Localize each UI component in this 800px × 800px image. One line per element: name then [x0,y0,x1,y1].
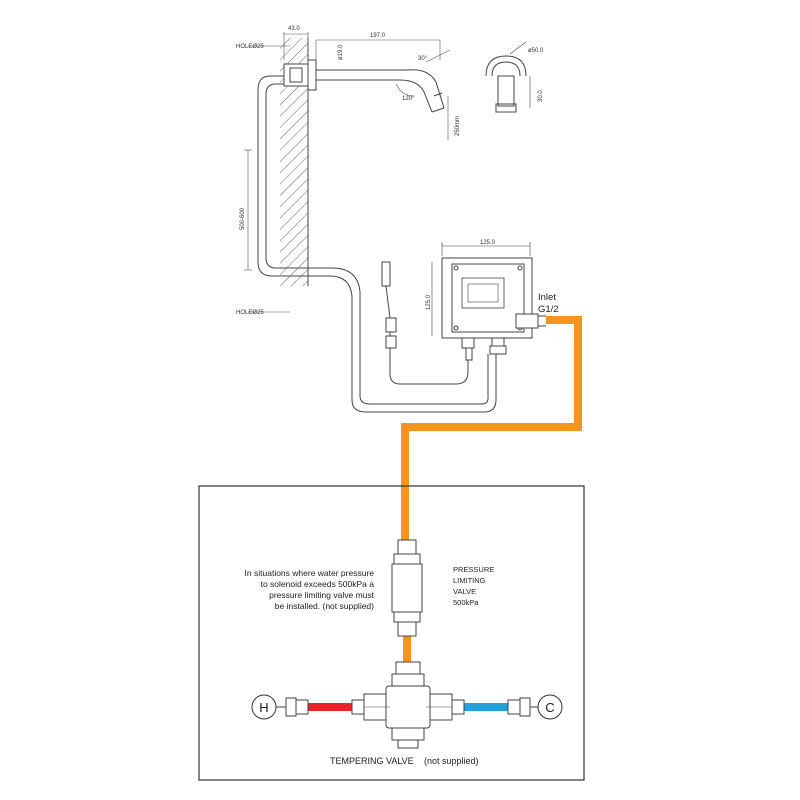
pressure-note: In situations where water pressure to so… [245,568,375,611]
dim-height-range: 500-600 [240,207,246,230]
dim-flange-depth: 30.0 [538,90,544,102]
hot-inlet-marker: H [251,694,277,720]
inlet-label: Inlet [538,292,556,303]
dim-box-width: 125.0 [480,240,496,246]
note-line-3: pressure limiting valve must [269,590,375,600]
solenoid-box [381,242,546,385]
dim-spout-height: 250mm [455,116,461,136]
cold-inlet-marker: C [537,694,563,720]
tempering-valve-label: TEMPERING VALVE [330,756,414,766]
dim-flange-diameter: ø50.0 [528,48,544,54]
pressure-limiting-valve [391,539,423,637]
dim-spout-length: 197.0 [370,33,386,39]
pv-line-2: LIMITING [453,576,486,585]
label-hole-bottom: HOLEØ25 [236,310,264,316]
pv-line-4: 500kPa [453,598,479,607]
dim-box-height: 125.0 [426,294,432,310]
note-line-2: to solenoid exceeds 500kPa a [261,579,375,589]
tempering-valve [363,661,453,749]
note-line-1: In situations where water pressure [245,568,375,578]
inlet-thread-label: G1/2 [538,304,559,315]
hot-fittings [276,697,365,717]
supply-line [401,316,582,540]
spout-end-view [485,41,531,113]
pv-line-1: PRESSURE [453,565,494,574]
pv-line-3: VALVE [453,587,476,596]
dim-spout-diameter: ø19.0 [338,44,344,60]
note-line-4: be installed. (not supplied) [275,601,374,611]
tempering-valve-note: (not supplied) [424,756,479,766]
dim-wall-offset: 43.0 [288,26,300,32]
hot-label: H [259,700,268,715]
top-dimensions [244,32,451,313]
dim-bend-angle: 120° [402,96,415,102]
pressure-valve-label: PRESSURE LIMITING VALVE 500kPa [453,565,494,607]
cold-label: C [545,700,554,715]
dim-spout-angle: 30° [418,56,428,62]
spout [257,59,497,413]
cold-fittings [451,697,538,717]
tempering-assembly-frame [198,485,585,781]
label-hole-top: HOLEØ25 [236,44,264,50]
